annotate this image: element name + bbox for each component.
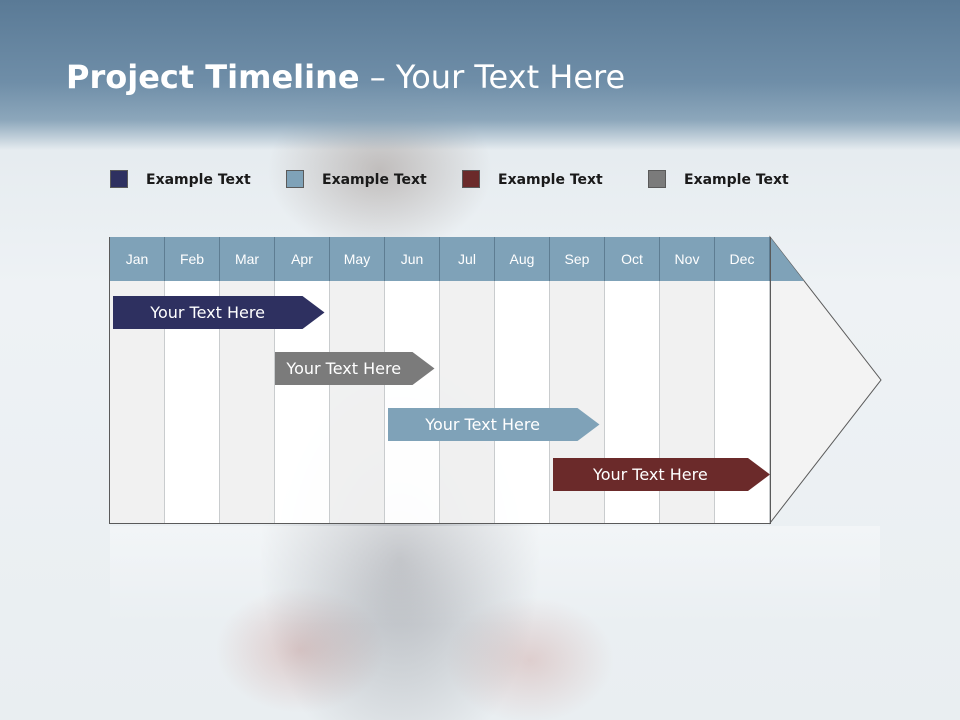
- task-bar-2: Your Text Here: [275, 352, 435, 385]
- month-header-feb: Feb: [165, 237, 220, 281]
- month-header-oct: Oct: [605, 237, 660, 281]
- month-header-jul: Jul: [440, 237, 495, 281]
- legend-swatch-1: [110, 170, 128, 188]
- month-header-dec: Dec: [715, 237, 770, 281]
- month-header-nov: Nov: [660, 237, 715, 281]
- legend-label-4: Example Text: [684, 172, 789, 188]
- month-column-may: [330, 281, 385, 523]
- month-header-sep: Sep: [550, 237, 605, 281]
- task-bar-4: Your Text Here: [552, 458, 770, 491]
- legend-label-3: Example Text: [498, 172, 603, 188]
- task-bar-3: Your Text Here: [387, 408, 600, 441]
- slide-title: Project Timeline – Your Text Here: [66, 58, 625, 96]
- month-header-mar: Mar: [220, 237, 275, 281]
- month-header-may: May: [330, 237, 385, 281]
- legend-swatch-4: [648, 170, 666, 188]
- legend-swatch-3: [462, 170, 480, 188]
- title-rest: – Your Text Here: [359, 58, 626, 96]
- timeline-reflection: [110, 526, 880, 626]
- month-column-aug: [495, 281, 550, 523]
- month-header-jun: Jun: [385, 237, 440, 281]
- title-bold: Project Timeline: [66, 58, 360, 96]
- header-band: [0, 0, 960, 150]
- month-header-jan: Jan: [110, 237, 165, 281]
- task-bar-1: Your Text Here: [112, 296, 325, 329]
- arrow-header-tip: [770, 237, 804, 281]
- legend-label-2: Example Text: [322, 172, 427, 188]
- month-header-aug: Aug: [495, 237, 550, 281]
- month-column-jun: [385, 281, 440, 523]
- legend-label-1: Example Text: [146, 172, 251, 188]
- month-column-jul: [440, 281, 495, 523]
- legend-swatch-2: [286, 170, 304, 188]
- month-header-apr: Apr: [275, 237, 330, 281]
